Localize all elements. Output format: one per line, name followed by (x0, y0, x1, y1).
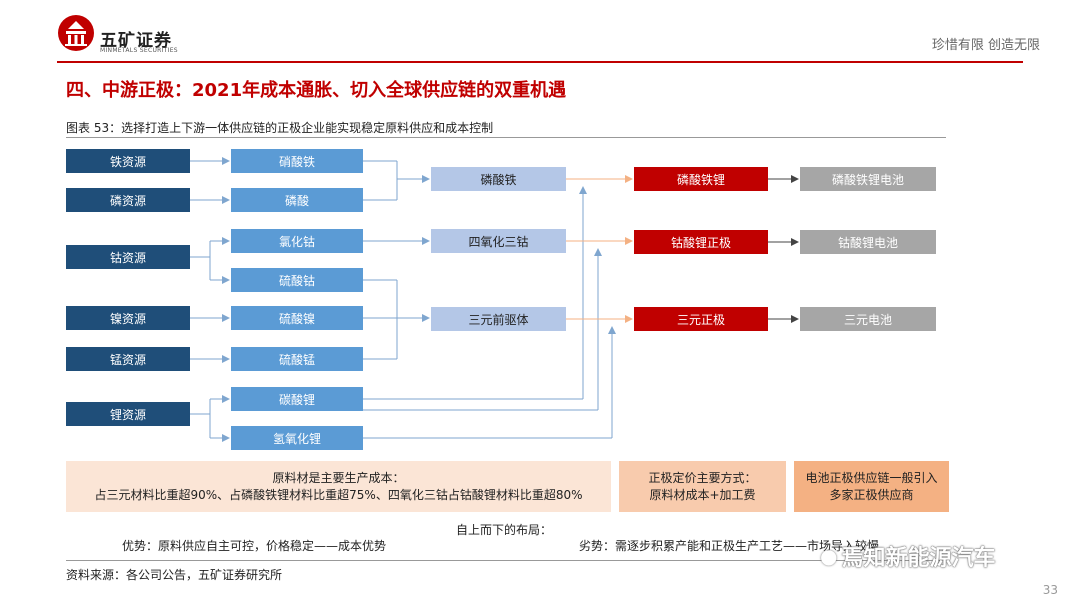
note-pricing-body: 原料材成本+加工费 (649, 487, 756, 502)
figure-title: 图表 53：选择打造上下游一体供应链的正极企业能实现稳定原料供应和成本控制 (66, 121, 494, 135)
watermark-text: 焉知新能源汽车 (841, 546, 996, 571)
note-raw-material-title: 原料材是主要生产成本： (272, 470, 405, 485)
figure-title-divider (66, 137, 946, 138)
battery-lco: 钴酸锂电池 (800, 230, 936, 254)
resource-iron: 铁资源 (66, 149, 190, 173)
resource-cobalt: 钴资源 (66, 245, 190, 269)
intermediate-manganese-sulfate: 硫酸锰 (231, 347, 363, 371)
note-supply-line2: 多家正极供应商 (829, 487, 914, 502)
intermediate-nickel-sulfate: 硫酸镍 (231, 306, 363, 330)
watermark: ● 焉知新能源汽车 (820, 540, 995, 572)
intermediate-ferric-nitrate: 硝酸铁 (231, 149, 363, 173)
header-divider (57, 61, 1023, 63)
precursor-ternary: 三元前驱体 (431, 307, 566, 331)
note-pricing-method: 正极定价主要方式： 原料材成本+加工费 (619, 461, 786, 512)
company-name: 五矿证券 (100, 31, 172, 51)
resource-phosphorus: 磷资源 (66, 188, 190, 212)
company-sub-name: MINMETALS SECURITIES (100, 47, 178, 54)
intermediate-cobalt-sulfate: 硫酸钴 (231, 268, 363, 292)
disadvantage-text: 劣势：需逐步积累产能和正极生产工艺——市场导入较慢 (579, 539, 880, 553)
intermediate-lithium-hydroxide: 氢氧化锂 (231, 426, 363, 450)
intermediate-cobalt-chloride: 氯化钴 (231, 229, 363, 253)
note-raw-material-body: 占三元材料比重超90%、占磷酸铁锂材料比重超75%、四氧化三钴占钴酸锂材料比重超… (94, 487, 583, 502)
page-title: 四、中游正极：2021年成本通胀、切入全球供应链的双重机遇 (66, 80, 567, 101)
page-number: 33 (1042, 583, 1058, 597)
battery-ternary: 三元电池 (800, 307, 936, 331)
cathode-ternary: 三元正极 (634, 307, 768, 331)
resource-nickel: 镍资源 (66, 306, 190, 330)
note-supply-chain: 电池正极供应链一般引入 多家正极供应商 (794, 461, 949, 512)
note-raw-material-cost: 原料材是主要生产成本： 占三元材料比重超90%、占磷酸铁锂材料比重超75%、四氧… (66, 461, 611, 512)
slogan: 珍惜有限 创造无限 (931, 38, 1040, 53)
intermediate-lithium-carbonate: 碳酸锂 (231, 387, 363, 411)
source-divider (66, 560, 946, 561)
note-pricing-title: 正极定价主要方式： (648, 470, 757, 485)
layout-title: 自上而下的布局： (456, 523, 553, 537)
cathode-lfp: 磷酸铁锂 (634, 167, 768, 191)
intermediate-phosphoric-acid: 磷酸 (231, 188, 363, 212)
battery-lfp: 磷酸铁锂电池 (800, 167, 936, 191)
wechat-icon: ● (820, 544, 838, 568)
resource-manganese: 锰资源 (66, 347, 190, 371)
source-note: 资料来源：各公司公告，五矿证券研究所 (66, 568, 283, 582)
resource-lithium: 锂资源 (66, 402, 190, 426)
company-logo-icon (58, 15, 94, 51)
precursor-iron-phosphate: 磷酸铁 (431, 167, 566, 191)
cathode-lco: 钴酸锂正极 (634, 230, 768, 254)
precursor-cobalt-oxide: 四氧化三钴 (431, 229, 566, 253)
note-supply-line1: 电池正极供应链一般引入 (805, 470, 938, 485)
advantage-text: 优势：原料供应自主可控，价格稳定——成本优势 (122, 539, 387, 553)
